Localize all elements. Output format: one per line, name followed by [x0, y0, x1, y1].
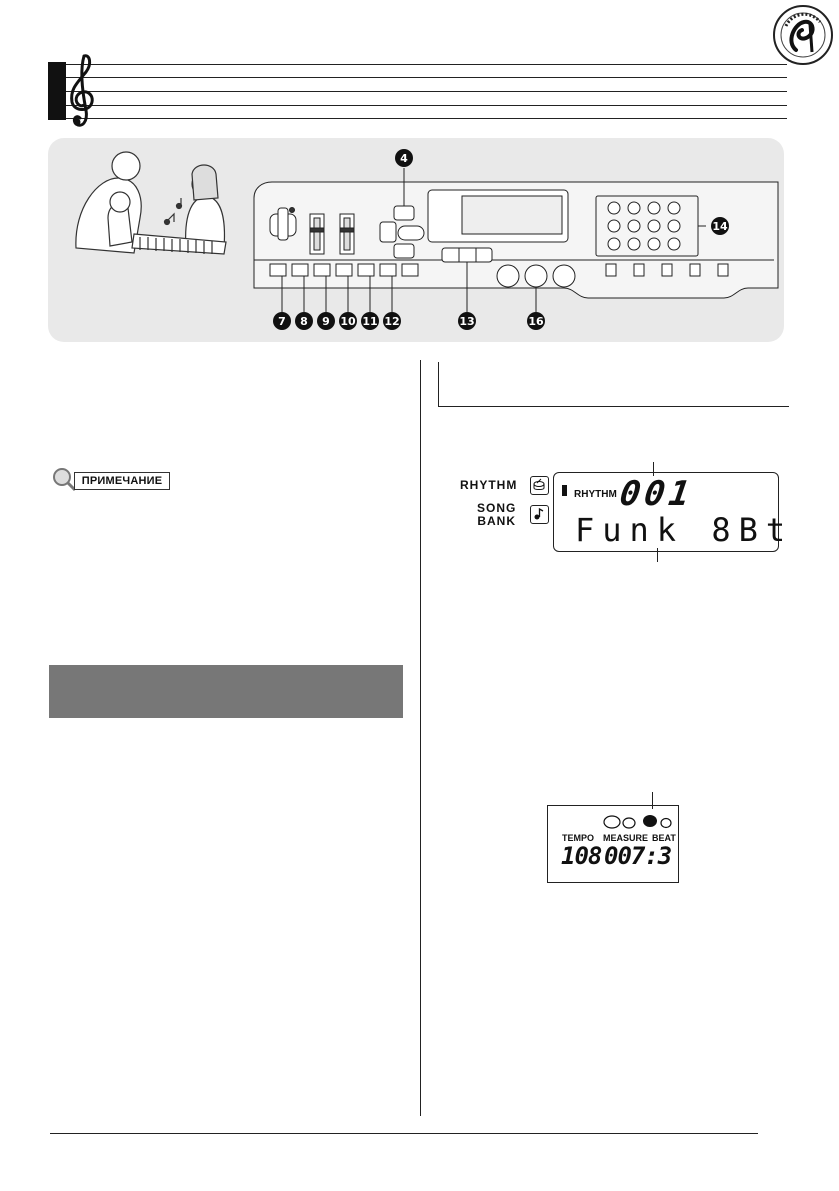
pointer-line — [652, 792, 653, 809]
rhythm-button-label: RHYTHM — [460, 478, 518, 492]
tempo-label: TEMPO — [562, 833, 595, 843]
staff-line — [66, 77, 787, 78]
staff-line — [66, 64, 787, 65]
footer-rule — [50, 1133, 758, 1134]
header-bar — [48, 62, 66, 120]
staff-line — [66, 118, 787, 119]
display-indicator — [562, 485, 567, 496]
rhythm-display — [553, 472, 779, 552]
family-illustration — [75, 151, 227, 255]
beat-indicator-icon — [603, 815, 672, 829]
tempo-measure-display — [547, 805, 679, 883]
staff-line — [66, 91, 787, 92]
beat-label: BEAT — [652, 833, 676, 843]
display-mode-label: RHYTHM — [574, 489, 617, 500]
section-header-box — [438, 362, 789, 407]
logo-icon — [773, 5, 833, 65]
pointer-line — [653, 462, 654, 476]
rhythm-button[interactable] — [530, 476, 549, 495]
tempo-value: 108 — [561, 842, 602, 870]
note-label: ПРИМЕЧАНИЕ — [74, 472, 170, 490]
callout-10: 10 — [339, 312, 357, 330]
keyboard-illustration — [75, 151, 779, 312]
measure-value: 007:3 — [604, 842, 672, 870]
note-icon — [534, 507, 544, 520]
callout-7: 7 — [273, 312, 291, 330]
callout-11: 11 — [361, 312, 379, 330]
staff-line — [66, 105, 787, 106]
drum-icon — [533, 478, 545, 490]
song-bank-button-label: SONG BANK — [477, 501, 517, 528]
rhythm-name: Funk 8Bt — [575, 511, 794, 549]
callout-8: 8 — [295, 312, 313, 330]
callout-13: 13 — [458, 312, 476, 330]
section-bar — [49, 665, 403, 718]
magnifier-icon — [53, 468, 77, 492]
column-divider — [420, 360, 421, 1116]
callout-14: 14 — [711, 217, 729, 235]
callout-16: 16 — [527, 312, 545, 330]
callout-12: 12 — [383, 312, 401, 330]
rhythm-number: 001 — [617, 474, 697, 514]
callout-9: 9 — [317, 312, 335, 330]
callout-4: 4 — [395, 149, 413, 167]
pointer-line — [657, 548, 658, 562]
measure-label: MEASURE — [603, 833, 649, 843]
treble-clef-icon — [70, 54, 94, 127]
